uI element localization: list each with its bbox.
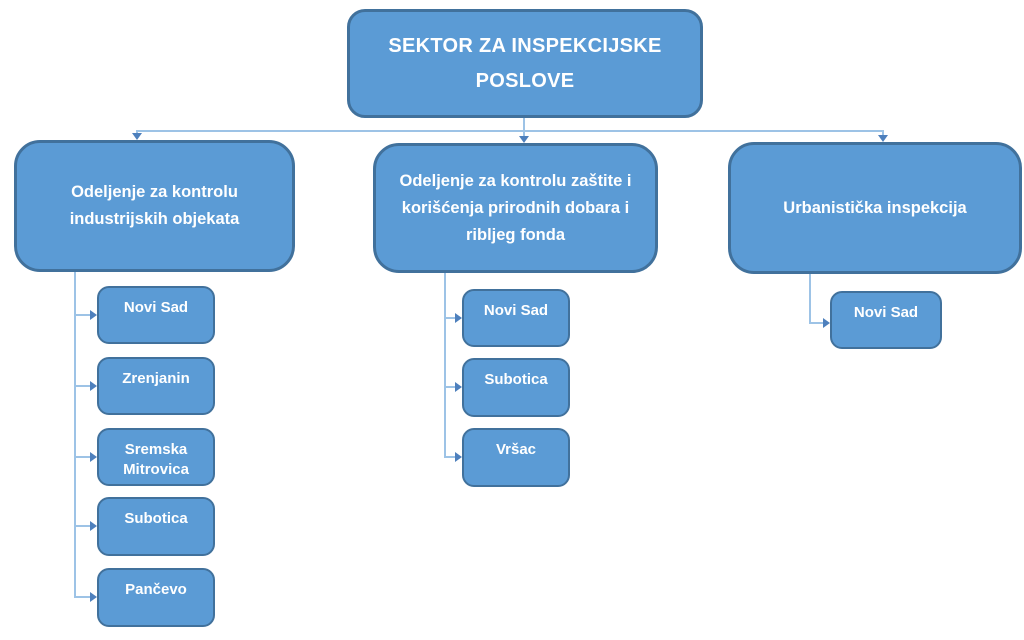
connector-branch — [809, 322, 824, 324]
connector-drop-left — [136, 130, 138, 134]
connector-branch — [444, 317, 456, 319]
org-node-dept-industrijski-objekti: Odeljenje za kontrolu industrijskih obje… — [14, 140, 295, 272]
org-node-office-novi-sad-3: Novi Sad — [830, 291, 942, 349]
office-label: Novi Sad — [483, 302, 549, 319]
connector-main-horizontal — [137, 130, 883, 132]
connector-branch — [74, 525, 91, 527]
org-node-office-pancevo: Pančevo — [97, 568, 215, 627]
org-node-office-novi-sad-1: Novi Sad — [97, 286, 215, 344]
connector-branch — [74, 314, 91, 316]
connector-branch — [444, 386, 456, 388]
arrowhead-vrsac — [455, 452, 462, 462]
office-label: Subotica — [484, 371, 548, 388]
office-label: Zrenjanin — [122, 370, 190, 387]
arrowhead-subotica-1 — [90, 521, 97, 531]
dept-label: Odeljenje za kontrolu zaštite i korišćen… — [399, 171, 632, 244]
office-label: Novi Sad — [853, 304, 919, 321]
connector-spine-dept-2 — [444, 273, 446, 458]
connector-branch — [444, 456, 456, 458]
connector-branch — [74, 456, 91, 458]
arrowhead-to-dept-2 — [519, 136, 529, 143]
dept-label: Odeljenje za kontrolu industrijskih obje… — [69, 183, 240, 228]
arrowhead-sremska-mitrovica — [90, 452, 97, 462]
arrowhead-zrenjanin — [90, 381, 97, 391]
org-node-office-subotica-1: Subotica — [97, 497, 215, 556]
arrowhead-novi-sad-3 — [823, 318, 830, 328]
connector-spine-dept-3 — [809, 274, 811, 324]
arrowhead-novi-sad-1 — [90, 310, 97, 320]
arrowhead-to-dept-3 — [878, 135, 888, 142]
office-label: Sremska Mitrovica — [123, 441, 189, 478]
connector-drop-right — [882, 130, 884, 135]
org-node-office-novi-sad-2: Novi Sad — [462, 289, 570, 347]
office-label: Novi Sad — [123, 299, 189, 316]
connector-root-stub — [523, 118, 525, 137]
dept-label: Urbanistička inspekcija — [783, 198, 967, 217]
arrowhead-pancevo — [90, 592, 97, 602]
org-node-office-vrsac: Vršac — [462, 428, 570, 487]
office-label: Vršac — [495, 441, 537, 458]
org-node-dept-urbanisticka-inspekcija: Urbanistička inspekcija — [728, 142, 1022, 274]
org-node-dept-prirodna-dobra: Odeljenje za kontrolu zaštite i korišćen… — [373, 143, 658, 273]
arrowhead-to-dept-1 — [132, 133, 142, 140]
office-label: Subotica — [124, 510, 188, 527]
connector-branch — [74, 596, 91, 598]
org-node-office-zrenjanin: Zrenjanin — [97, 357, 215, 415]
connector-spine-dept-1 — [74, 272, 76, 598]
org-node-root-label: SEKTOR ZA INSPEKCIJSKE POSLOVE — [388, 34, 662, 92]
arrowhead-novi-sad-2 — [455, 313, 462, 323]
connector-branch — [74, 385, 91, 387]
arrowhead-subotica-2 — [455, 382, 462, 392]
org-node-office-subotica-2: Subotica — [462, 358, 570, 417]
office-label: Pančevo — [125, 581, 187, 598]
org-node-office-sremska-mitrovica: Sremska Mitrovica — [97, 428, 215, 486]
org-node-root: SEKTOR ZA INSPEKCIJSKE POSLOVE — [347, 9, 703, 118]
